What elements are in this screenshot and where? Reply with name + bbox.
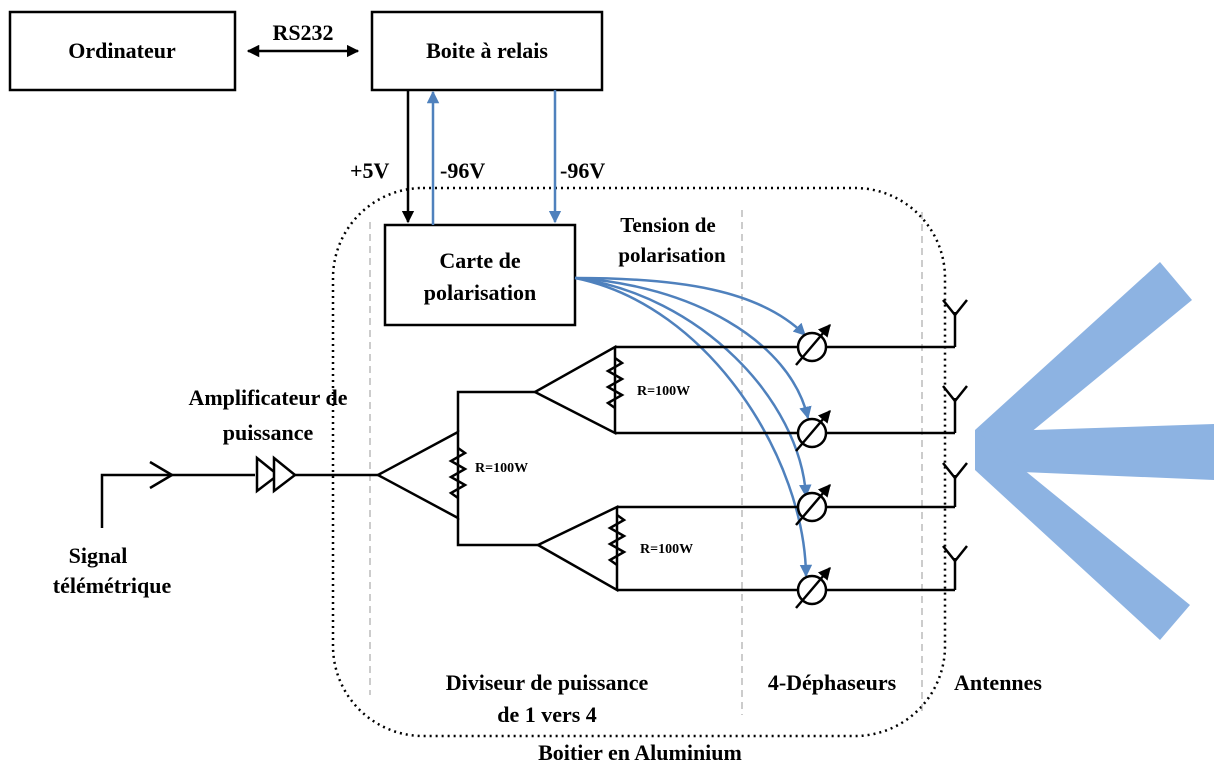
bias-voltage-label-2: polarisation bbox=[618, 243, 726, 267]
signal-label-1: Signal bbox=[69, 543, 128, 568]
antenna-2 bbox=[942, 385, 968, 433]
resistor-label-3: R=100W bbox=[640, 542, 693, 557]
computer-box bbox=[8, 10, 237, 92]
relay-box-label: Boite à relais bbox=[426, 38, 548, 63]
splitter-main bbox=[377, 390, 538, 547]
relay-box bbox=[370, 10, 604, 92]
resistor-label-1: R=100W bbox=[475, 461, 528, 476]
antenna-1 bbox=[942, 299, 968, 347]
bias-card-box bbox=[383, 223, 577, 327]
antenna-4 bbox=[942, 545, 968, 590]
amplifier-label-1: Amplificateur de bbox=[188, 385, 347, 410]
plus5v-label: +5V bbox=[350, 158, 390, 183]
amplifier-label-2: puissance bbox=[223, 420, 314, 445]
radiated-beam bbox=[975, 262, 1214, 640]
bias-voltage-lines bbox=[574, 276, 813, 578]
computer-label: Ordinateur bbox=[68, 38, 176, 63]
phase-shifters-label: 4-Déphaseurs bbox=[768, 670, 897, 695]
rs232-label: RS232 bbox=[272, 20, 333, 45]
aluminium-enclosure bbox=[331, 186, 947, 738]
antenna-3 bbox=[942, 462, 968, 507]
splitter-lower bbox=[537, 505, 798, 593]
minus96v-label-b: -96V bbox=[560, 158, 605, 183]
minus96v-label-a: -96V bbox=[440, 158, 485, 183]
antennas-label: Antennes bbox=[954, 670, 1042, 695]
divider-label-1: Diviseur de puissance bbox=[446, 670, 649, 695]
splitter-upper bbox=[534, 344, 798, 436]
bias-card-label-1: Carte de bbox=[439, 248, 520, 273]
section-separators bbox=[369, 210, 923, 715]
power-amplifier-symbol bbox=[255, 455, 378, 494]
phase-shifter-2 bbox=[795, 410, 955, 452]
bias-card-label-2: polarisation bbox=[424, 280, 536, 305]
divider-label-2: de 1 vers 4 bbox=[497, 702, 597, 727]
signal-label-2: télémétrique bbox=[53, 573, 172, 598]
phase-shifter-3 bbox=[795, 484, 955, 526]
phase-shifter-4 bbox=[795, 567, 955, 609]
resistor-label-2: R=100W bbox=[637, 384, 690, 399]
input-signal bbox=[100, 460, 255, 528]
phase-shifter-1 bbox=[795, 324, 955, 366]
enclosure-label: Boitier en Aluminium bbox=[538, 740, 742, 765]
bias-voltage-label-1: Tension de bbox=[620, 213, 716, 237]
